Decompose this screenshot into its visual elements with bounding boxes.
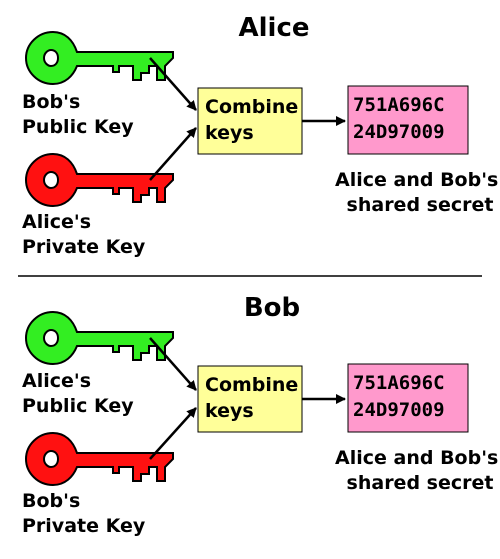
arrow-private-to-combine bbox=[149, 127, 197, 181]
combine-keys-label: Combine keys bbox=[205, 374, 305, 422]
bob-private-key-label: Bob's Private Key bbox=[22, 490, 146, 537]
alice-title: Alice bbox=[239, 13, 310, 43]
arrow-public-to-combine bbox=[149, 337, 197, 391]
shared-secret-caption: Alice and Bob's shared secret bbox=[335, 169, 500, 216]
bob-section: Bob Alice's Public Key Bob's Private Key… bbox=[22, 293, 500, 537]
combine-keys-label: Combine keys bbox=[205, 96, 305, 144]
shared-secret-value: 751A696C 24D97009 bbox=[353, 94, 456, 143]
bob-title: Bob bbox=[244, 293, 300, 323]
shared-secret-value: 751A696C 24D97009 bbox=[353, 372, 456, 421]
shared-secret-box bbox=[347, 363, 469, 433]
arrow-private-to-combine bbox=[149, 407, 197, 460]
combine-keys-box bbox=[197, 87, 303, 155]
arrow-public-to-combine bbox=[149, 57, 197, 111]
alice-private-key-label: Alice's Private Key bbox=[22, 211, 146, 258]
combine-keys-box bbox=[197, 365, 303, 433]
shared-secret-caption: Alice and Bob's shared secret bbox=[335, 447, 500, 494]
shared-secret-box bbox=[347, 85, 469, 155]
alice-public-key-label: Bob's Public Key bbox=[22, 91, 134, 138]
alice-section: Alice Bob's Public Key Alice's Private K… bbox=[22, 13, 500, 258]
bob-public-key-label: Alice's Public Key bbox=[22, 370, 134, 417]
